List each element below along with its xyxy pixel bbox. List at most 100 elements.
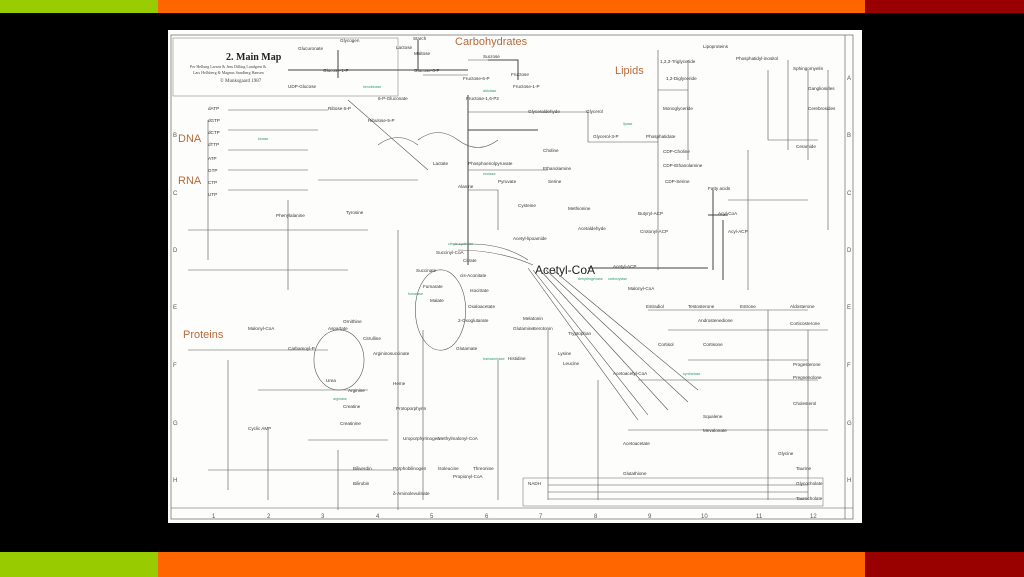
map-label: citrate synthase <box>448 242 473 246</box>
map-label: Pregnenolone <box>793 375 822 380</box>
map-label: 10 <box>701 514 708 520</box>
map-label: Sphingomyelin <box>793 66 824 71</box>
map-label: Lactate <box>433 161 449 166</box>
map-label: Glutathione <box>623 471 647 476</box>
top-bar-red <box>865 0 1024 13</box>
map-label: G <box>173 421 178 427</box>
column-numbers: 1 2 3 4 5 6 7 8 9 10 11 12 <box>212 514 817 520</box>
map-label: Methylmalonyl-CoA <box>438 436 479 441</box>
map-label: Lactose <box>396 45 413 50</box>
map-label: Bilirubin <box>353 481 370 486</box>
map-label: B <box>173 133 177 139</box>
legend-box <box>522 477 824 507</box>
map-label: Ceramide <box>796 144 816 149</box>
map-label: dTTP <box>208 142 219 147</box>
authors-line: Per Hellung Larsen & Jens Dilling Lundgr… <box>190 64 267 69</box>
map-label: Cortisol <box>658 342 674 347</box>
map-title: 2. Main Map <box>226 52 282 63</box>
bottom-bar-green <box>0 552 158 577</box>
map-label: Creatinine <box>340 421 361 426</box>
map-label: Tyrosine <box>346 210 364 215</box>
map-label: D <box>173 248 178 254</box>
section-dna: DNA <box>178 133 202 145</box>
map-label: dATP <box>208 106 219 111</box>
map-label: enolase <box>483 172 496 176</box>
map-label: Maltose <box>414 51 431 56</box>
map-label: Phosphatidate <box>646 134 676 139</box>
map-label: 6-P-Gluconate <box>378 96 408 101</box>
map-label: Phosphatidyl-inositol <box>736 56 778 61</box>
map-label: H <box>173 478 177 484</box>
map-label: Estrone <box>740 304 756 309</box>
map-label: Uroporphyrinogen <box>403 436 440 441</box>
map-label: Acyl-CoA <box>718 211 738 216</box>
map-label: Ethanolamine <box>543 166 572 171</box>
top-bar-orange <box>158 0 865 13</box>
map-label: Citrate <box>463 258 477 263</box>
map-label: Carbamoyl-P <box>288 346 315 351</box>
map-label: Threonine <box>473 466 494 471</box>
map-label: Isoleucine <box>438 466 459 471</box>
map-label: Acetyl-lipoamide <box>513 236 547 241</box>
map-label: 9 <box>648 514 652 520</box>
map-label: Monoglyceride <box>663 106 693 111</box>
authors-line: Lars Hellsberg & Magnus Sandberg Hansen <box>193 70 264 75</box>
pathway-lines <box>188 40 829 510</box>
map-label: Acetaldehyde <box>578 226 606 231</box>
map-label: Glucose-1-P <box>323 68 349 73</box>
map-label: H <box>847 478 851 484</box>
map-label: Serotonin <box>533 326 553 331</box>
map-label: 5 <box>430 514 434 520</box>
map-label: Fructose-1-P <box>513 84 540 89</box>
map-label: Sucrose <box>483 54 500 59</box>
map-label: Fructose-1,6-P2 <box>466 96 499 101</box>
map-label: CTP <box>208 180 217 185</box>
map-label: 12 <box>810 514 817 520</box>
map-label: carboxylase <box>608 277 627 281</box>
bottom-bar-red <box>865 552 1024 577</box>
map-label: Cysteine <box>518 203 536 208</box>
bottom-bar-orange <box>158 552 865 577</box>
map-label: Heme <box>393 381 406 386</box>
map-label: 6 <box>485 514 489 520</box>
map-drawing: 2. Main Map Per Hellung Larsen & Jens Di… <box>170 34 854 520</box>
map-label: C <box>847 191 852 197</box>
map-label: Crotonyl-ACP <box>640 229 668 234</box>
map-label: GTP <box>208 168 217 173</box>
map-label: Creatine <box>343 404 361 409</box>
map-label: Fumarate <box>423 284 443 289</box>
map-label: Methionine <box>568 206 591 211</box>
map-label: Choline <box>543 148 559 153</box>
map-label: Porphobilinogen <box>393 466 427 471</box>
map-label: C <box>173 191 178 197</box>
section-carbohydrates: Carbohydrates <box>455 36 528 48</box>
map-label: Acetoacetyl-CoA <box>613 371 648 376</box>
map-label: 2-Oxoglutarate <box>458 318 489 323</box>
map-label: Glycerol <box>586 109 603 114</box>
map-label: Mevalonate <box>703 428 727 433</box>
map-label: hexokinase <box>363 85 381 89</box>
map-label: Squalene <box>703 414 723 419</box>
map-label: synthetase <box>683 372 700 376</box>
map-label: Citrulline <box>363 336 381 341</box>
map-label: Androstenedione <box>698 318 733 323</box>
map-label: ATP <box>208 156 217 161</box>
map-label: Glycocholate <box>796 481 823 486</box>
map-label: Taurocholate <box>796 496 823 501</box>
map-label: Lysine <box>558 351 572 356</box>
map-label: Histidine <box>508 356 526 361</box>
map-label: A <box>847 76 851 82</box>
map-label: δ-Aminolevulinate <box>393 491 430 496</box>
section-proteins: Proteins <box>183 329 224 341</box>
map-label: UTP <box>208 192 217 197</box>
map-label: Cortisone <box>703 342 723 347</box>
map-label: Cerebrosides <box>808 106 836 111</box>
map-label: Urea <box>326 378 336 383</box>
map-label: Progesterone <box>793 362 821 367</box>
map-label: CDP-Ethanolamine <box>663 163 703 168</box>
map-label: Estradiol <box>646 304 664 309</box>
map-label: Pyruvate <box>498 179 517 184</box>
map-label: G <box>847 421 852 427</box>
map-label: Phenylalanine <box>276 213 305 218</box>
map-label: Glycogen <box>340 38 360 43</box>
